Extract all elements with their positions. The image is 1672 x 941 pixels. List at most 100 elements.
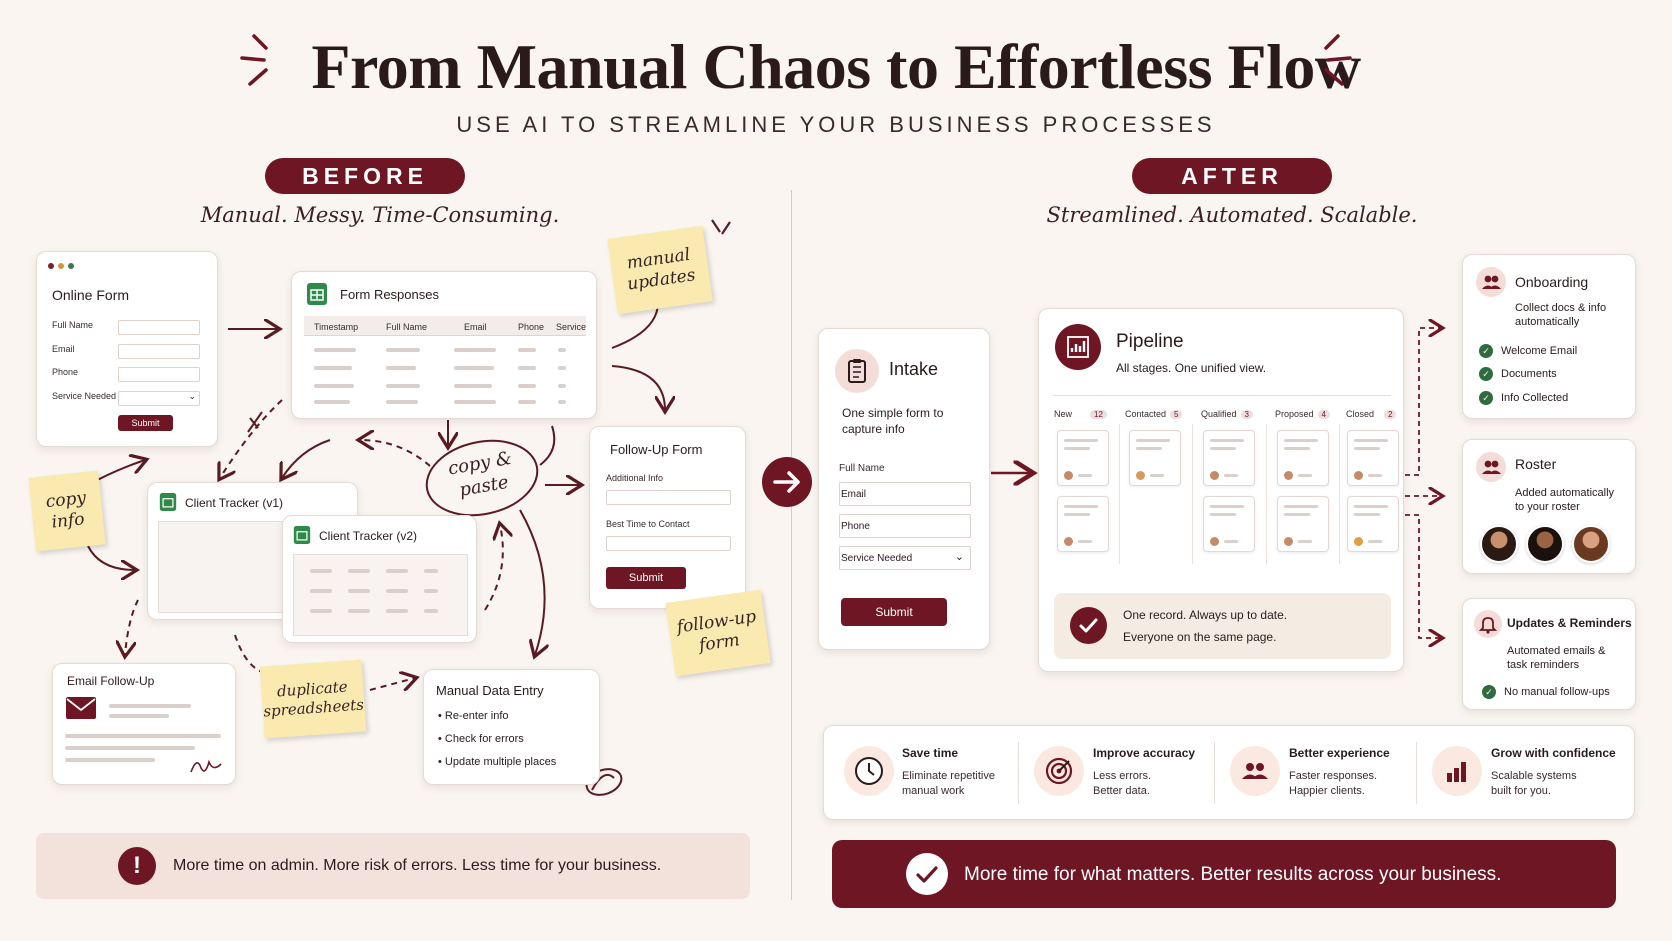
form-responses-title: Form Responses — [340, 287, 439, 302]
sticky-copy-info: copy info — [28, 470, 106, 552]
onboarding-item-welcome: ✓Welcome Email — [1479, 344, 1577, 358]
online-form-label-email: Email — [52, 344, 75, 354]
onboarding-title: Onboarding — [1515, 274, 1589, 290]
clock-icon — [844, 746, 894, 796]
benefit-title-1: Save time — [902, 746, 959, 760]
center-divider — [791, 190, 792, 900]
online-form-card: Online Form Full Name Email Phone Servic… — [36, 251, 218, 447]
col-full-name: Full Name — [386, 322, 428, 332]
pipeline-card-proposed-1[interactable] — [1277, 430, 1329, 486]
benefit-title-3: Better experience — [1289, 746, 1390, 760]
benefit-desc-2b: Better data. — [1093, 785, 1150, 797]
roster-title: Roster — [1515, 456, 1557, 472]
online-form-input-email[interactable] — [118, 344, 200, 359]
window-dot-green — [68, 263, 74, 269]
form-responses-rows — [304, 336, 586, 412]
spreadsheet-icon — [293, 526, 311, 544]
pipeline-card-proposed-2[interactable] — [1277, 496, 1329, 552]
follow-up-input-info[interactable] — [606, 490, 731, 505]
col-phone: Phone — [518, 322, 545, 332]
pipeline-divider — [1053, 395, 1391, 396]
avatar — [1526, 525, 1564, 563]
pipeline-card-qualified-2[interactable] — [1203, 496, 1255, 552]
updates-reminders-card: Updates & Reminders Automated emails & t… — [1462, 598, 1636, 710]
manual-entry-item-1: • Re-enter info — [438, 710, 509, 722]
follow-up-label-time: Best Time to Contact — [606, 519, 690, 529]
before-footer-text: More time on admin. More risk of errors.… — [173, 857, 662, 874]
benefit-title-4: Grow with confidence — [1491, 746, 1616, 760]
online-form-label-service: Service Needed — [52, 391, 117, 401]
benefit-desc-3b: Happier clients. — [1289, 785, 1365, 797]
chevron-down-icon: ⌄ — [188, 391, 196, 401]
follow-up-submit-button[interactable]: Submit — [606, 567, 686, 589]
pipeline-card: Pipeline All stages. One unified view. N… — [1038, 308, 1404, 672]
updates-desc: Automated emails & task reminders — [1507, 645, 1606, 672]
tracker-v2-grid — [293, 554, 468, 636]
intake-input-email[interactable]: Email — [839, 482, 971, 506]
signature-scribble — [190, 759, 222, 773]
check-icon: ✓ — [1479, 344, 1493, 358]
check-icon: ✓ — [1479, 367, 1493, 381]
online-form-label-phone: Phone — [52, 367, 79, 377]
intake-desc: One simple form to capture info — [842, 406, 944, 437]
before-connectors — [87, 219, 731, 796]
clipboard-icon — [835, 349, 879, 393]
benefit-desc-4b: built for you. — [1491, 785, 1551, 797]
online-form-submit-button[interactable]: Submit — [118, 415, 173, 431]
form-responses-header-row — [304, 316, 586, 336]
pipeline-card-qualified-1[interactable] — [1203, 430, 1255, 486]
spreadsheet-icon — [307, 283, 327, 305]
pipeline-card-contacted-1[interactable] — [1129, 430, 1181, 486]
online-form-label-name: Full Name — [52, 320, 94, 330]
intake-label-name: Full Name — [839, 463, 885, 474]
page-subtitle: USE AI TO STREAMLINE YOUR BUSINESS PROCE… — [456, 112, 1216, 137]
form-responses-card: Form Responses Timestamp Full Name Email… — [291, 271, 597, 419]
manual-entry-item-3: • Update multiple places — [438, 756, 557, 768]
follow-up-form-title: Follow-Up Form — [610, 442, 703, 457]
roster-card: Roster Added automatically to your roste… — [1462, 439, 1636, 574]
pipeline-card-closed-1[interactable] — [1347, 430, 1399, 486]
client-tracker-v2-title: Client Tracker (v2) — [319, 529, 418, 543]
benefit-desc-1b: manual work — [902, 785, 965, 797]
benefit-desc-1a: Eliminate repetitive — [902, 770, 995, 782]
follow-up-input-time[interactable] — [606, 536, 731, 551]
onboarding-card: Onboarding Collect docs & info automatic… — [1462, 254, 1636, 419]
updates-item: ✓No manual follow-ups — [1482, 685, 1610, 699]
onboarding-item-documents: ✓Documents — [1479, 367, 1557, 381]
onboarding-desc: Collect docs & info automatically — [1515, 302, 1607, 329]
envelope-icon — [66, 697, 96, 719]
intake-select-service[interactable]: Service Needed ⌄ — [839, 546, 971, 570]
avatar — [1572, 525, 1610, 563]
online-form-select-service[interactable]: ⌄ — [118, 391, 200, 406]
online-form-input-phone[interactable] — [118, 367, 200, 382]
benefit-desc-2a: Less errors. — [1093, 770, 1152, 782]
pipeline-card-new-2[interactable] — [1057, 496, 1109, 552]
chart-icon — [1055, 324, 1101, 370]
intake-label-email: Email — [841, 489, 867, 500]
window-dot-red — [48, 263, 54, 269]
pipeline-card-new-1[interactable] — [1057, 430, 1109, 486]
online-form-title: Online Form — [52, 287, 130, 303]
intake-input-phone[interactable]: Phone — [839, 514, 971, 538]
pipeline-card-closed-2[interactable] — [1347, 496, 1399, 552]
follow-up-form-card: Follow-Up Form Additional Info Best Time… — [589, 426, 746, 609]
manual-entry-title: Manual Data Entry — [436, 683, 544, 698]
title-spark-right — [1324, 34, 1352, 86]
transition-arrow-icon — [762, 457, 812, 507]
manual-data-entry-card: Manual Data Entry • Re-enter info • Chec… — [423, 669, 600, 785]
target-icon — [1034, 746, 1084, 796]
online-form-input-name[interactable] — [118, 320, 200, 335]
benefit-title-2: Improve accuracy — [1093, 746, 1196, 760]
intake-submit-button[interactable]: Submit — [841, 598, 947, 626]
col-email: Email — [464, 322, 487, 332]
after-footer: More time for what matters. Better resul… — [832, 840, 1616, 908]
manual-entry-item-2: • Check for errors — [438, 733, 524, 745]
follow-up-label-info: Additional Info — [606, 473, 664, 483]
intake-title: Intake — [889, 359, 939, 379]
pipeline-board — [1049, 424, 1399, 564]
chevron-down-icon: ⌄ — [954, 551, 964, 563]
pipeline-note-line1: One record. Always up to date. — [1123, 608, 1288, 622]
